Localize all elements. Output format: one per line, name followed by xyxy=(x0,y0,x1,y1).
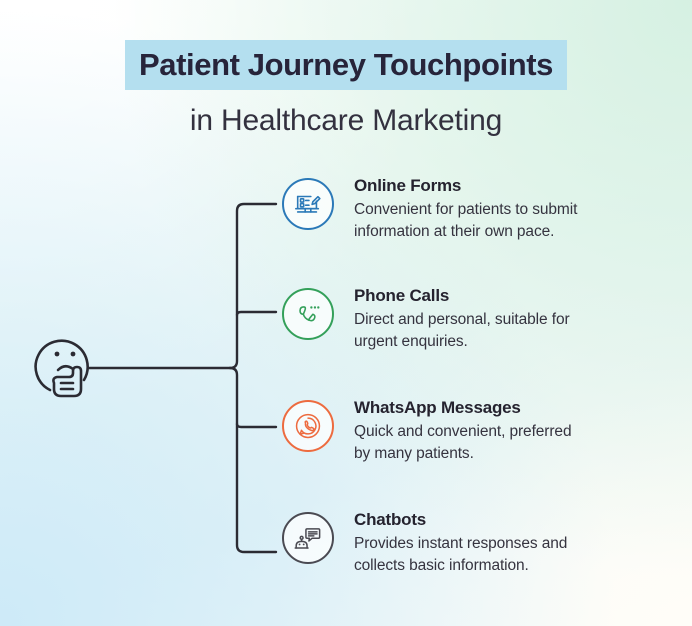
text-block-online-forms: Online Forms Convenient for patients to … xyxy=(354,175,674,243)
connector-branch-2 xyxy=(235,310,278,317)
chatbot-robot-speech-bubble-icon xyxy=(294,528,321,549)
item-description-line1: Convenient for patients to submit xyxy=(354,201,578,219)
item-title: Chatbots xyxy=(354,510,427,529)
phone-handset-dots-icon xyxy=(299,306,320,322)
title-highlight-band: Patient Journey Touchpoints xyxy=(124,40,568,90)
touchpoint-item-phone-calls[interactable]: Phone Calls Direct and personal, suitabl… xyxy=(282,286,682,350)
title-line1-container: Patient Journey Touchpoints xyxy=(0,40,692,90)
item-title: WhatsApp Messages xyxy=(354,398,521,417)
touchpoint-item-online-forms[interactable]: Online Forms Convenient for patients to … xyxy=(282,176,682,240)
page-title: Patient Journey Touchpoints xyxy=(138,47,554,82)
item-description-line2: urgent enquiries. xyxy=(354,333,468,351)
touchpoint-item-whatsapp-messages[interactable]: WhatsApp Messages Quick and convenient, … xyxy=(282,398,682,462)
thinking-person-face-icon xyxy=(34,339,91,398)
item-title: Phone Calls xyxy=(354,286,450,305)
text-block-phone-calls: Phone Calls Direct and personal, suitabl… xyxy=(354,285,674,353)
icon-circle-phone-calls[interactable] xyxy=(282,288,334,340)
connector-branch-3 xyxy=(235,422,278,429)
icon-circle-whatsapp[interactable] xyxy=(282,400,334,452)
item-description-line2: collects basic information. xyxy=(354,557,529,575)
item-description-line2: by many patients. xyxy=(354,445,474,463)
item-description-line1: Direct and personal, suitable for xyxy=(354,311,570,329)
item-description-line1: Quick and convenient, preferred xyxy=(354,423,572,441)
connector-branch-4 xyxy=(228,366,278,554)
page-subtitle: in Healthcare Marketing xyxy=(189,104,503,137)
icon-circle-chatbots[interactable] xyxy=(282,512,334,564)
text-block-whatsapp-messages: WhatsApp Messages Quick and convenient, … xyxy=(354,397,674,465)
online-form-monitor-pencil-icon xyxy=(295,195,321,213)
connector-branch-1 xyxy=(228,202,278,370)
touchpoint-item-chatbots[interactable]: Chatbots Provides instant responses and … xyxy=(282,510,682,574)
text-block-chatbots: Chatbots Provides instant responses and … xyxy=(354,509,674,577)
item-description-line1: Provides instant responses and xyxy=(354,535,568,553)
persona xyxy=(28,328,100,404)
whatsapp-logo-icon xyxy=(295,413,321,439)
item-title: Online Forms xyxy=(354,176,462,195)
icon-circle-online-forms[interactable] xyxy=(282,178,334,230)
item-description-line2: information at their own pace. xyxy=(354,223,555,241)
